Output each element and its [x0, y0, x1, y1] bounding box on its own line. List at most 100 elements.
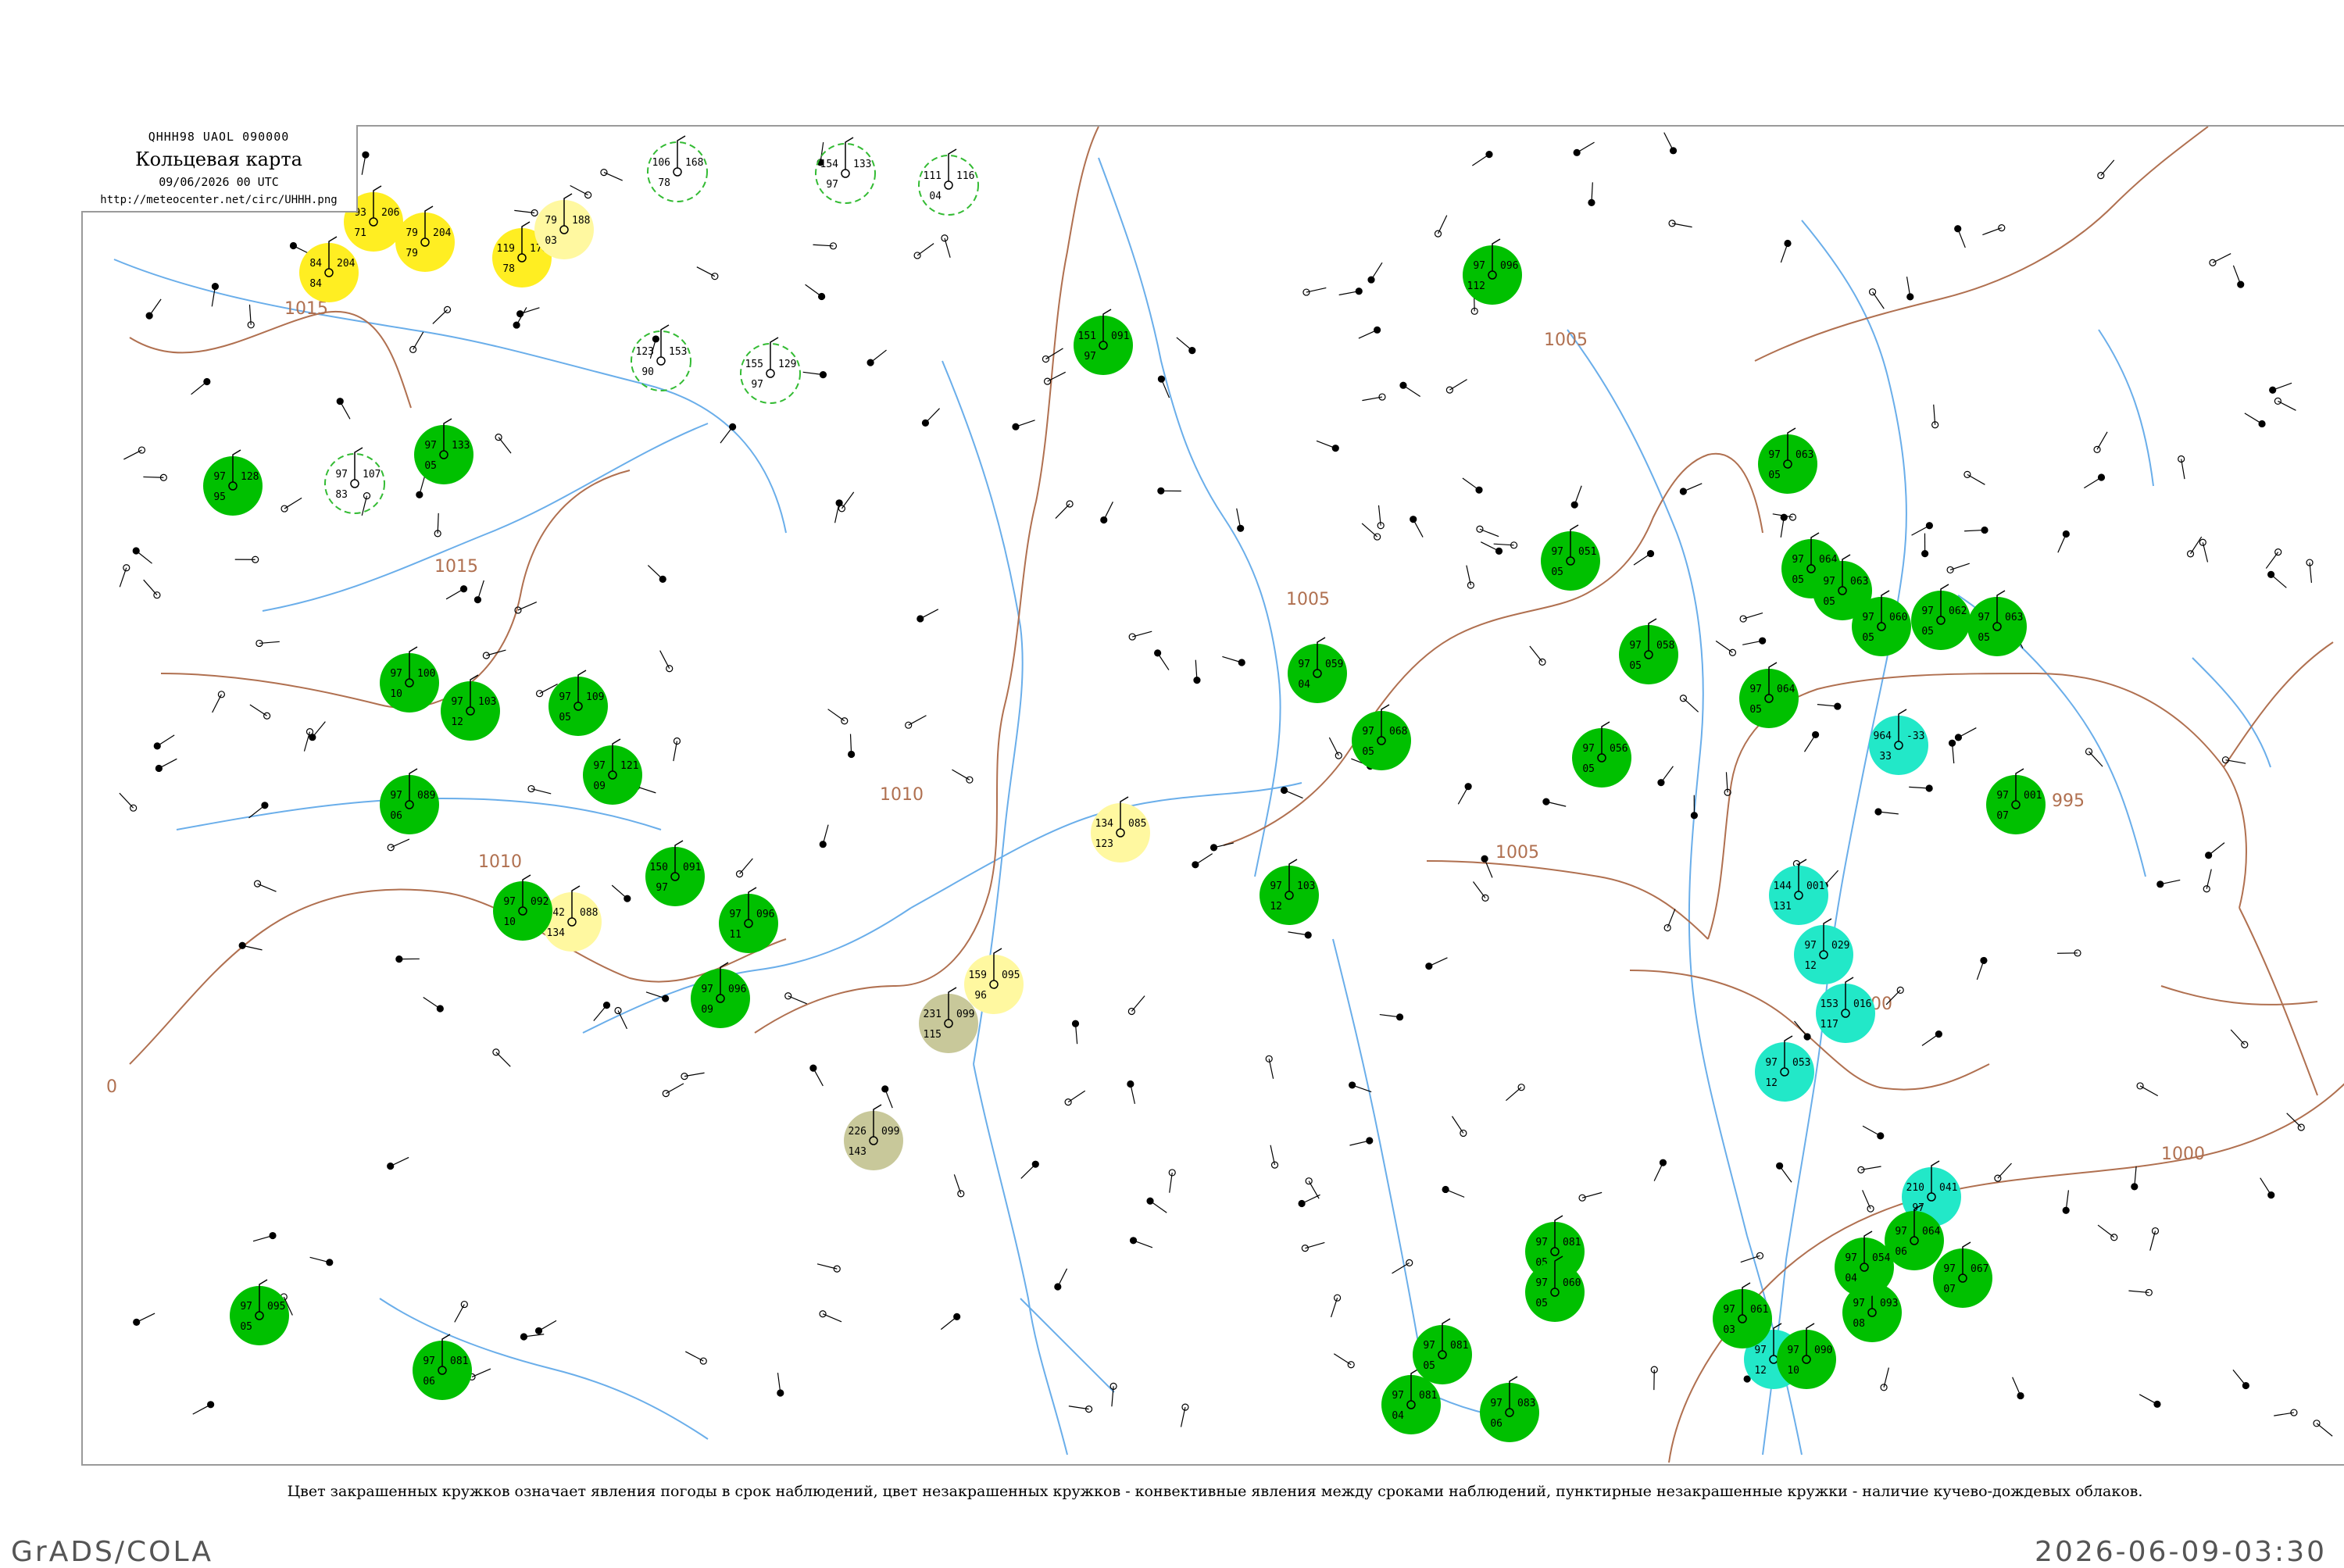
- weather-circle: [414, 425, 473, 484]
- dewpoint-value: 90: [641, 366, 654, 378]
- temperature-value: 97: [423, 1355, 435, 1367]
- temperature-value: 97: [1943, 1263, 1956, 1275]
- wind-barb: [1913, 1204, 1923, 1237]
- station-mark: [2199, 538, 2209, 563]
- station-mark: [659, 650, 674, 673]
- weather-circle: [740, 343, 801, 404]
- weather-circle: [1755, 1042, 1814, 1102]
- dewpoint-value: 97: [826, 179, 838, 191]
- station-mark: [1880, 1367, 1889, 1391]
- temperature-value: 97: [559, 691, 571, 703]
- temperature-value: 97: [1362, 726, 1374, 738]
- weather-circle: [1769, 866, 1828, 925]
- weather-circle: [1885, 1211, 1944, 1270]
- source-url[interactable]: http://meteocenter.net/circ/UHHH.png: [100, 194, 338, 206]
- wind-barb: [571, 885, 581, 918]
- station-mark: [513, 307, 527, 329]
- wind-barb: [845, 137, 854, 170]
- wind-barb: [1787, 427, 1796, 460]
- wind-barb: [2015, 768, 2024, 801]
- wind-barb: [993, 948, 1002, 980]
- pressure-value: 091: [683, 862, 701, 873]
- station-mark: [1542, 798, 1567, 807]
- station-mark: [1109, 1382, 1117, 1407]
- weather-circle: [1572, 728, 1631, 788]
- weather-circle: [719, 894, 778, 953]
- station-mark: [1288, 931, 1312, 939]
- station-mark: [1817, 702, 1842, 710]
- dewpoint-value: 08: [1853, 1318, 1865, 1330]
- pressure-value: 081: [1563, 1237, 1581, 1248]
- bulletin-code: QHHH98 UAOL 090000: [148, 130, 290, 144]
- temperature-value: 97: [424, 440, 437, 452]
- station-mark: [514, 209, 538, 217]
- station-mark: [1316, 440, 1339, 452]
- wind-barb: [1806, 1323, 1815, 1355]
- station-mark: [834, 499, 843, 523]
- station-mark: [809, 1064, 824, 1087]
- station-mark: [2097, 159, 2115, 180]
- wind-barb: [443, 418, 452, 451]
- station-mark: [1210, 842, 1234, 852]
